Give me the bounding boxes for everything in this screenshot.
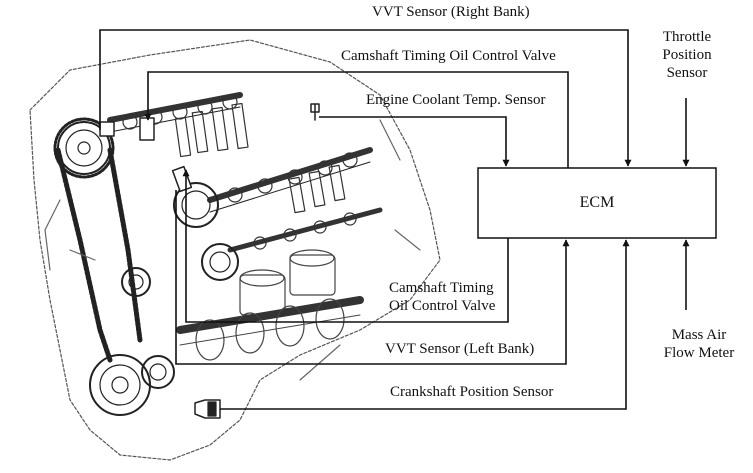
ocv-top-line [144,71,569,168]
vvt-left-line [175,190,570,365]
maf-label-line1: Mass Air [671,327,727,343]
signal-lines [99,29,690,410]
throttle-label: Throttle Position Sensor [655,28,719,82]
ocv-bottom-line [182,169,509,323]
ecm-label: ECM [579,194,615,211]
vvt-right-label: VVT Sensor (Right Bank) [372,4,530,20]
coolant-line [319,116,510,167]
throttle-label-line3: Sensor [666,65,708,81]
crankshaft-line [220,239,630,410]
vvt-right-line [99,29,632,167]
crankshaft-label: Crankshaft Position Sensor [390,384,554,400]
camshaft-ocv-bottom-line2: Oil Control Valve [389,298,496,314]
engine-icon [29,39,441,461]
maf-label-line2: Flow Meter [663,345,735,361]
camshaft-ocv-bottom-line1: Camshaft Timing [389,280,494,296]
throttle-label-line2: Position [662,47,712,63]
vvt-left-label: VVT Sensor (Left Bank) [385,341,535,357]
ecm-box [477,167,717,239]
camshaft-ocv-top-label: Camshaft Timing Oil Control Valve [341,48,556,64]
maf-label: Mass Air Flow Meter [654,326,744,362]
coolant-label: Engine Coolant Temp. Sensor [366,92,546,108]
camshaft-ocv-bottom-label: Camshaft Timing Oil Control Valve [389,279,495,315]
throttle-label-line1: Throttle [662,29,712,45]
